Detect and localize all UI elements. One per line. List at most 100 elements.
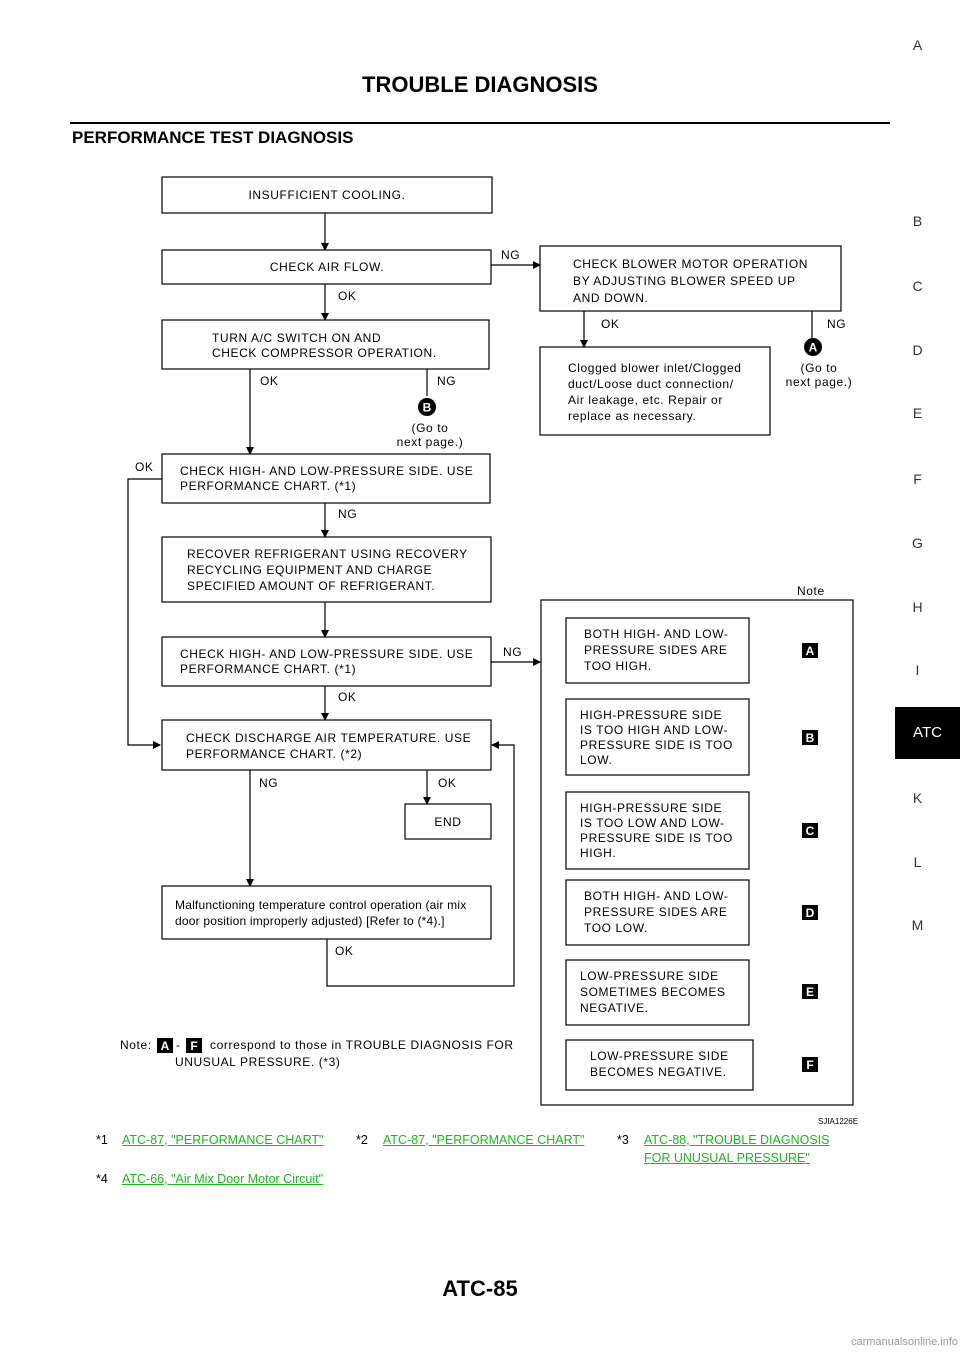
side-index-f[interactable]: F <box>913 471 922 487</box>
box-text: CHECK AIR FLOW. <box>270 260 384 274</box>
box-text: door position improperly adjusted) [Refe… <box>175 914 445 928</box>
box-text: CHECK BLOWER MOTOR OPERATION <box>573 257 808 271</box>
ok-label: OK <box>438 776 457 790</box>
box-ac-switch: TURN A/C SWITCH ON AND CHECK COMPRESSOR … <box>161 319 490 370</box>
marker-f-icon <box>186 1038 202 1053</box>
box-text: BY ADJUSTING BLOWER SPEED UP <box>573 274 796 288</box>
svg-text:UNUSUAL PRESSURE. (*3): UNUSUAL PRESSURE. (*3) <box>175 1055 340 1069</box>
flowchart-diagram: INSUFFICIENT COOLING. CHECK AIR FLOW. CH… <box>120 176 858 1126</box>
ref-link-unusual-pressure-cont[interactable]: FOR UNUSUAL PRESSURE" <box>644 1151 810 1165</box>
svg-text:TOO LOW.: TOO LOW. <box>584 921 648 935</box>
side-index-d[interactable]: D <box>912 342 923 358</box>
svg-text:-: - <box>176 1038 181 1052</box>
ref-link-air-mix-door[interactable]: ATC-66, "Air Mix Door Motor Circuit" <box>122 1172 324 1186</box>
side-index-l[interactable]: L <box>913 854 922 870</box>
box-check-blower-motor: CHECK BLOWER MOTOR OPERATION BY ADJUSTIN… <box>539 245 842 312</box>
marker-c-icon <box>802 823 818 838</box>
box-text: duct/Loose duct connection/ <box>568 377 734 391</box>
box-check-pressure-2: CHECK HIGH- AND LOW-PRESSURE SIDE. USE P… <box>161 636 492 687</box>
svg-text:F: F <box>806 1058 813 1072</box>
svg-text:D: D <box>806 906 815 920</box>
note-item-d: BOTH HIGH- AND LOW- PRESSURE SIDES ARE T… <box>565 879 818 946</box>
marker-a-icon <box>157 1038 173 1053</box>
side-index-a[interactable]: A <box>912 37 923 53</box>
ng-label: NG <box>437 374 456 388</box>
side-index-i[interactable]: I <box>915 662 920 678</box>
box-clogged-blower: Clogged blower inlet/Clogged duct/Loose … <box>539 346 771 436</box>
side-index-m[interactable]: M <box>911 917 924 933</box>
figure-id: SJIA1226E <box>818 1117 858 1126</box>
ref-number: *2 <box>356 1133 368 1147</box>
side-index-c[interactable]: C <box>912 278 923 294</box>
box-text: PERFORMANCE CHART. (*2) <box>186 747 362 761</box>
ref-link-unusual-pressure[interactable]: ATC-88, "TROUBLE DIAGNOSIS <box>644 1133 830 1147</box>
svg-text:BOTH HIGH- AND LOW-: BOTH HIGH- AND LOW- <box>584 889 729 903</box>
marker-b-icon <box>802 730 818 745</box>
side-index-k[interactable]: K <box>912 790 923 806</box>
box-recover-refrigerant: RECOVER REFRIGERANT USING RECOVERY RECYC… <box>161 536 492 603</box>
svg-text:LOW-PRESSURE SIDE: LOW-PRESSURE SIDE <box>580 969 719 983</box>
box-text: RECOVER REFRIGERANT USING RECOVERY <box>187 547 468 561</box>
ref-link-performance-chart-1[interactable]: ATC-87, "PERFORMANCE CHART" <box>122 1133 324 1147</box>
ok-label: OK <box>338 690 357 704</box>
box-text: Malfunctioning temperature control opera… <box>175 898 466 912</box>
title-divider <box>70 122 890 124</box>
goto-text: (Go to <box>801 361 838 375</box>
goto-marker-a: A (Go to next page.) <box>786 338 852 389</box>
ng-label: NG <box>338 507 357 521</box>
svg-text:PRESSURE SIDES ARE: PRESSURE SIDES ARE <box>584 643 728 657</box>
ok-label: OK <box>601 317 620 331</box>
box-text: CHECK HIGH- AND LOW-PRESSURE SIDE. USE <box>180 464 473 478</box>
ok-label: OK <box>260 374 279 388</box>
box-text: INSUFFICIENT COOLING. <box>248 188 405 202</box>
svg-text:C: C <box>806 824 815 838</box>
box-text: Clogged blower inlet/Clogged <box>568 361 742 375</box>
side-index-e[interactable]: E <box>912 405 923 421</box>
side-index-h[interactable]: H <box>912 599 923 615</box>
svg-text:IS TOO LOW AND LOW-: IS TOO LOW AND LOW- <box>580 816 725 830</box>
box-text: replace as necessary. <box>568 409 696 423</box>
ok-label: OK <box>338 289 357 303</box>
svg-text:PRESSURE SIDES ARE: PRESSURE SIDES ARE <box>584 905 728 919</box>
box-text: SPECIFIED AMOUNT OF REFRIGERANT. <box>187 579 435 593</box>
box-text: AND DOWN. <box>573 291 648 305</box>
circle-b-icon <box>418 398 436 416</box>
note-item-c: HIGH-PRESSURE SIDE IS TOO LOW AND LOW- P… <box>565 791 818 870</box>
page-title: TROUBLE DIAGNOSIS <box>362 72 598 97</box>
box-check-pressure-1: CHECK HIGH- AND LOW-PRESSURE SIDE. USE P… <box>161 453 491 504</box>
svg-text:NEGATIVE.: NEGATIVE. <box>580 1001 649 1015</box>
ok-label: OK <box>135 460 154 474</box>
svg-text:B: B <box>423 401 432 415</box>
box-text: END <box>434 815 461 829</box>
svg-text:A: A <box>809 341 818 355</box>
marker-a-icon <box>802 643 818 658</box>
marker-d-icon <box>802 905 818 920</box>
svg-text:B: B <box>806 731 815 745</box>
circle-a-icon <box>804 338 822 356</box>
note-item-b: HIGH-PRESSURE SIDE IS TOO HIGH AND LOW- … <box>565 698 818 776</box>
box-text: PERFORMANCE CHART. (*1) <box>180 479 356 493</box>
svg-text:HIGH.: HIGH. <box>580 846 616 860</box>
note-item-e: LOW-PRESSURE SIDE SOMETIMES BECOMES NEGA… <box>565 959 818 1026</box>
marker-f-icon <box>802 1057 818 1072</box>
svg-text:BOTH HIGH- AND LOW-: BOTH HIGH- AND LOW- <box>584 627 729 641</box>
svg-text:SOMETIMES BECOMES: SOMETIMES BECOMES <box>580 985 726 999</box>
note-item-f: LOW-PRESSURE SIDE BECOMES NEGATIVE. F <box>565 1039 818 1091</box>
svg-text:Note:: Note: <box>120 1038 152 1052</box>
side-index-g[interactable]: G <box>912 535 923 551</box>
box-insufficient-cooling: INSUFFICIENT COOLING. <box>161 176 493 214</box>
box-text: TURN A/C SWITCH ON AND <box>212 331 381 345</box>
svg-text:LOW.: LOW. <box>580 753 612 767</box>
box-text: CHECK HIGH- AND LOW-PRESSURE SIDE. USE <box>180 647 473 661</box>
ref-link-performance-chart-2[interactable]: ATC-87, "PERFORMANCE CHART" <box>383 1133 585 1147</box>
box-malfunction: Malfunctioning temperature control opera… <box>161 885 492 940</box>
box-check-air-flow: CHECK AIR FLOW. <box>161 249 492 285</box>
svg-text:correspond to those in TROUBLE: correspond to those in TROUBLE DIAGNOSIS… <box>210 1038 514 1052</box>
side-index-b[interactable]: B <box>912 213 923 229</box>
svg-text:A: A <box>161 1039 170 1053</box>
box-text: CHECK COMPRESSOR OPERATION. <box>212 346 437 360</box>
side-index-atc-active[interactable]: ATC <box>895 707 960 759</box>
svg-text:PRESSURE SIDE IS TOO: PRESSURE SIDE IS TOO <box>580 738 733 752</box>
box-text: Air leakage, etc. Repair or <box>568 393 723 407</box>
ref-number: *1 <box>96 1133 108 1147</box>
